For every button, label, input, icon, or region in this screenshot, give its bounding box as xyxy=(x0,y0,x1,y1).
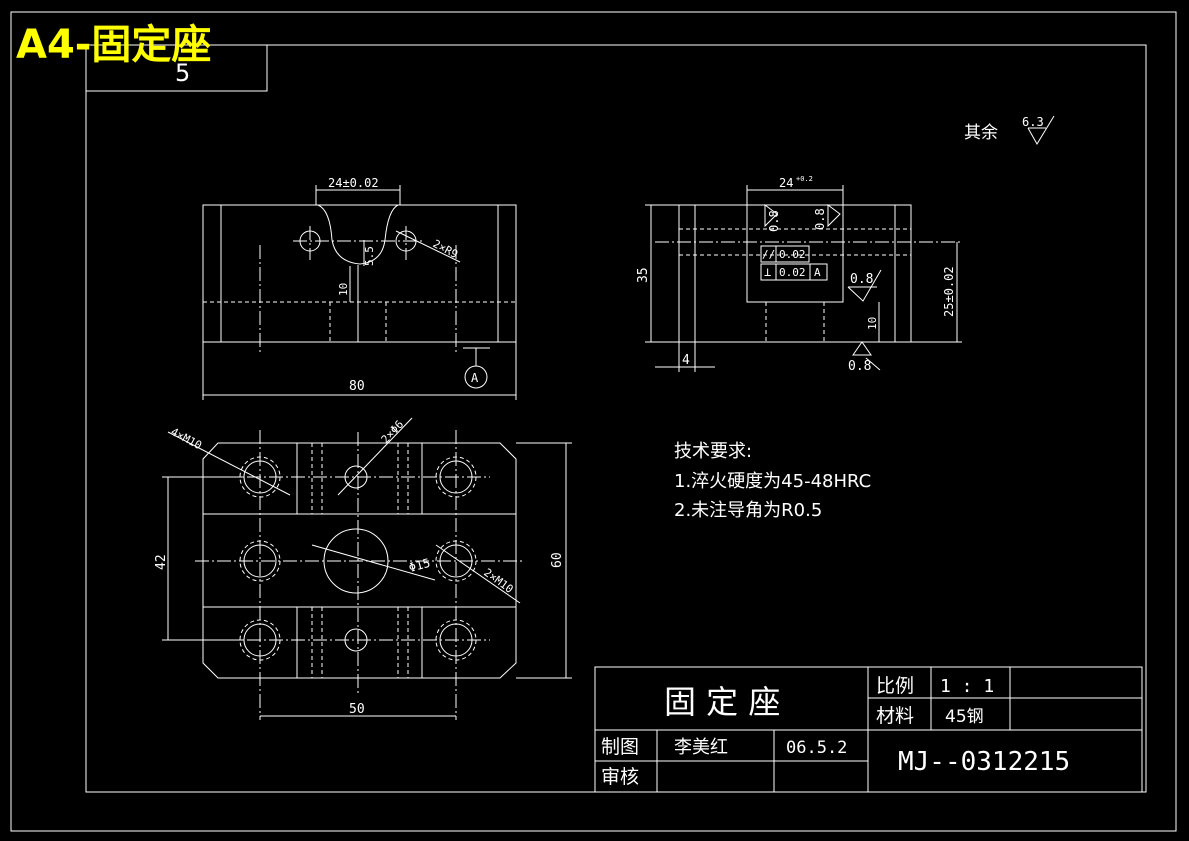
front-view: 24±0.02 5.5 10 2×R9 80 A xyxy=(202,176,517,400)
top-dim-50: 50 xyxy=(349,702,365,717)
tech-req-title: 技术要求: xyxy=(674,441,752,462)
title-check-label: 审核 xyxy=(601,766,639,788)
side-dim-top-tol: +0.2 xyxy=(796,175,813,183)
side-dim-height: 35 xyxy=(636,267,651,283)
front-outline xyxy=(202,204,517,343)
side-rough-3: 0.8 xyxy=(850,272,873,287)
top-dim-phi15: Φ15 xyxy=(407,556,432,575)
top-dim-42: 42 xyxy=(154,554,169,570)
sheet-title: A4-固定座 xyxy=(16,22,211,68)
tol-perp-value: 0.02 xyxy=(779,266,806,279)
title-scale-label: 比例 xyxy=(876,675,914,697)
tol-parallel-value: 0.02 xyxy=(779,248,806,261)
title-drawing-no: MJ--0312215 xyxy=(898,747,1070,777)
tol-perp-datum: A xyxy=(814,266,821,279)
corner-box-number: 5 xyxy=(175,59,190,87)
side-rough-1: 0.8 xyxy=(767,210,781,232)
side-rough-4: 0.8 xyxy=(848,359,871,374)
top-dim-60: 60 xyxy=(550,552,565,568)
tech-req-item-2: 2.未注导角为R0.5 xyxy=(674,500,822,521)
top-outline xyxy=(202,442,517,679)
title-block: 固 定 座 比例 1 : 1 材料 45钢 制图 李美红 06.5.2 审核 M… xyxy=(594,666,1143,793)
roughness-symbol xyxy=(1027,115,1055,145)
title-scale-value: 1 : 1 xyxy=(940,676,994,697)
top-dim-2xm10: 2×M10 xyxy=(481,566,515,596)
side-rough-2: 0.8 xyxy=(813,208,827,230)
top-dim-2xphi6: 2×Φ6 xyxy=(379,418,407,446)
front-dim-slot: 24±0.02 xyxy=(328,176,379,190)
top-view: 4×M10 2×Φ6 Φ15 2×M10 42 60 50 xyxy=(154,417,572,720)
title-drawn-name: 李美红 xyxy=(674,737,728,758)
outer-border xyxy=(10,11,1177,832)
title-material-value: 45钢 xyxy=(945,707,984,727)
datum-a-label: A xyxy=(471,371,479,385)
tol-perp-symbol: ⊥ xyxy=(764,265,771,279)
side-dim-top: 24 xyxy=(779,176,793,190)
title-material-label: 材料 xyxy=(876,705,914,727)
side-dim-10: 10 xyxy=(866,317,879,330)
front-dim-10: 10 xyxy=(337,283,350,296)
roughness-value: 6.3 xyxy=(1022,115,1044,129)
title-drawn-date: 06.5.2 xyxy=(786,738,847,758)
front-dim-width: 80 xyxy=(349,379,365,394)
top-dim-4xm10: 4×M10 xyxy=(169,425,204,452)
front-dim-radius: 2×R9 xyxy=(431,237,461,261)
datum-a-circle xyxy=(464,365,488,389)
tech-req-item-1: 1.淬火硬度为45-48HRC xyxy=(674,471,871,492)
side-dim-25: 25±0.02 xyxy=(942,266,956,317)
front-dim-5-5: 5.5 xyxy=(363,246,376,266)
roughness-label: 其余 xyxy=(964,123,998,143)
side-dim-4: 4 xyxy=(682,353,690,368)
corner-box xyxy=(85,44,268,92)
side-view: 24 +0.2 0.8 0.8 35 25±0.02 4 10 0.8 0.8 xyxy=(636,175,962,374)
title-part-name: 固 定 座 xyxy=(664,683,780,721)
tol-parallel-symbol: // xyxy=(762,248,775,261)
title-drawn-label: 制图 xyxy=(601,736,639,758)
